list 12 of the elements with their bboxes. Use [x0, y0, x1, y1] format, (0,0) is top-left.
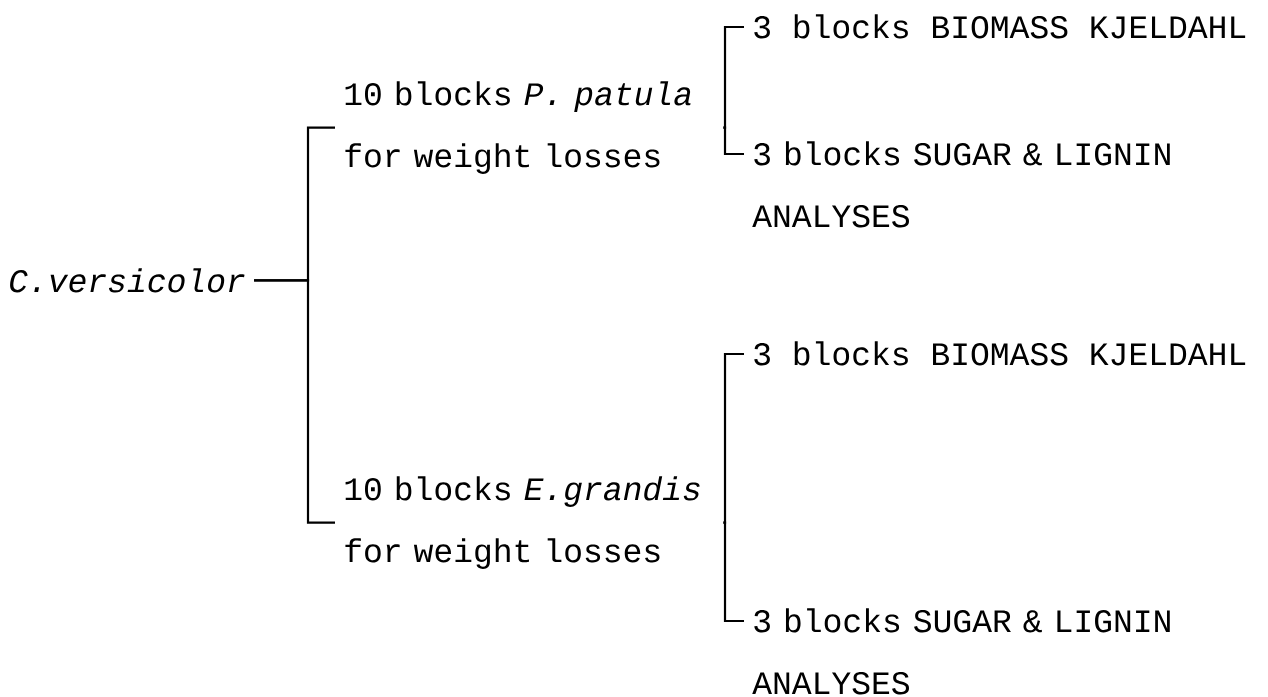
node-label: 10 blocks P. patula for weight losses — [345, 81, 691, 174]
bracket-line — [722, 25, 744, 129]
node-label: C.versicolor — [10, 268, 245, 293]
node-label: 3 blocks BIOMASS KJELDAHL — [754, 14, 1246, 39]
bracket-line — [722, 352, 744, 524]
bracket-line — [722, 521, 744, 623]
node-label: 3 blocks BIOMASS KJELDAHL — [754, 341, 1246, 366]
bracket-line — [254, 279, 335, 524]
bracket-line — [722, 126, 744, 156]
node-label: 3 blocks SUGAR & LIGNIN ANALYSES — [752, 608, 1170, 695]
node-label: 3 blocks SUGAR & LIGNIN ANALYSES — [752, 141, 1170, 228]
node-label: 10 blocks E.grandis for weight losses — [345, 476, 700, 569]
